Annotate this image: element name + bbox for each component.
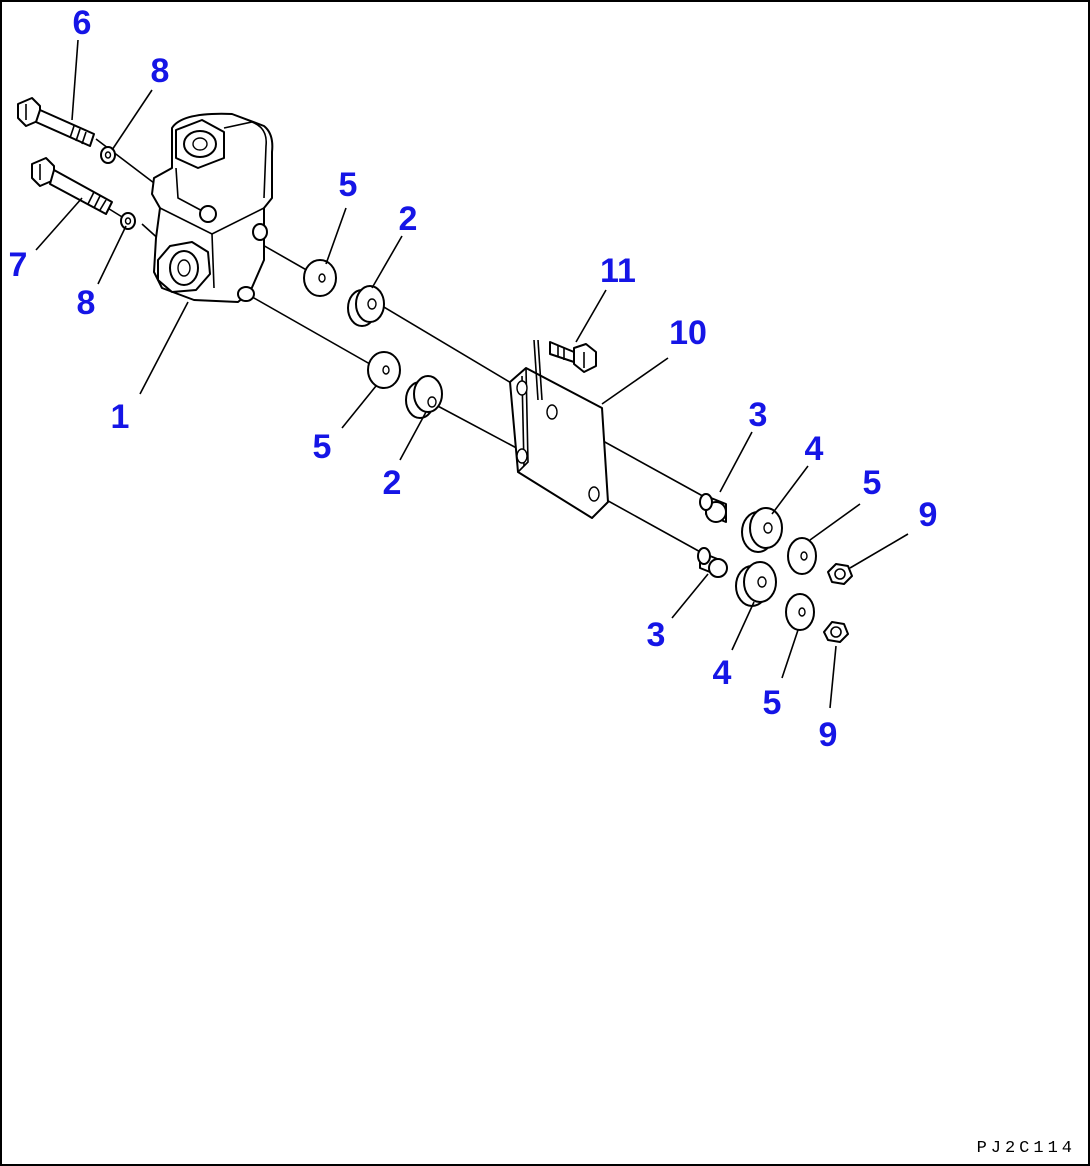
callout-10: 10 (669, 314, 707, 352)
callout-5-middle: 5 (313, 428, 332, 466)
washer-5-right-lower (785, 593, 815, 631)
callout-8-top: 8 (151, 52, 170, 90)
callout-6: 6 (73, 4, 92, 42)
callout-5-right-bottom: 5 (763, 684, 782, 722)
washer-5-middle (367, 351, 401, 389)
callout-2-top: 2 (399, 200, 418, 238)
callout-leaders (35, 39, 909, 709)
cushion-4-lower (735, 561, 777, 607)
callout-3-bottom: 3 (647, 616, 666, 654)
callout-numbers: 6 8 7 8 1 5 2 5 2 11 10 3 3 4 4 5 5 9 9 (9, 4, 938, 754)
cushion-2-lower (405, 375, 443, 419)
callout-9-bottom: 9 (819, 716, 838, 754)
callout-3-top: 3 (749, 396, 768, 434)
callout-4-bottom: 4 (713, 654, 732, 692)
bolt-6 (17, 97, 95, 147)
washer-5-upper (303, 259, 337, 297)
callout-9-top: 9 (919, 496, 938, 534)
washer-8-lower-hole (124, 217, 132, 225)
callout-8-bottom: 8 (77, 284, 96, 322)
nut-9-lower (823, 621, 849, 643)
valve-body-1 (151, 112, 274, 303)
collar-3-lower (697, 547, 728, 578)
callout-7: 7 (9, 246, 28, 284)
screw-11 (549, 341, 597, 373)
callout-4-top: 4 (805, 430, 824, 468)
cushion-4-upper (741, 507, 783, 553)
nut-9-upper (827, 563, 853, 585)
callout-5-right-top: 5 (863, 464, 882, 502)
drawing-code: PJ2C114 (976, 1139, 1076, 1158)
bolt-7 (31, 157, 113, 215)
bracket-10 (509, 339, 609, 519)
callout-11: 11 (600, 252, 636, 290)
washer-8-upper-hole (104, 151, 112, 159)
callout-1: 1 (111, 398, 130, 436)
callout-5-top: 5 (339, 166, 358, 204)
collar-3-upper (699, 493, 727, 523)
washer-5-right-upper (787, 537, 817, 575)
callout-2-bottom: 2 (383, 464, 402, 502)
cushion-2-upper (347, 285, 385, 327)
